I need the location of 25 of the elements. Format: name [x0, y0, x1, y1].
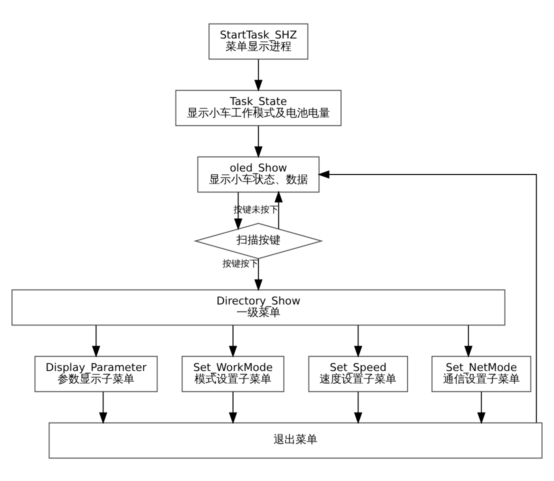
node-box: 退出菜单	[48, 422, 542, 458]
arrow	[92, 324, 100, 358]
arrow	[228, 324, 238, 358]
node-box: Task_State 显示小车工作模式及电池电量	[175, 89, 342, 126]
arrow	[234, 191, 242, 230]
node-box: Directory_Show 一级菜单	[12, 288, 506, 326]
arrow	[254, 258, 263, 291]
node-box: Set_NetMode 通信设置子菜单	[432, 355, 532, 392]
arrow	[228, 390, 238, 424]
node-box: Set_Speed 速度设置子菜单	[308, 355, 408, 392]
node-box: oled_Show 显示小车状态、数据	[197, 156, 320, 192]
node-box: Display_Parameter 参数显示子菜单	[34, 355, 158, 392]
edge-label: 按键按下	[222, 259, 258, 270]
node-box: StartTask_SHZ 菜单显示进程	[208, 22, 308, 60]
arrow	[254, 58, 263, 92]
arrow	[254, 124, 263, 158]
arrow	[318, 170, 537, 423]
arrow	[477, 390, 486, 424]
arrow	[354, 324, 362, 358]
arrow	[99, 390, 108, 424]
node-box: Set_WorkMode 模式设置子菜单	[182, 355, 284, 392]
arrow	[464, 324, 473, 358]
arrow	[274, 190, 283, 229]
node-diamond: 扫描按键	[194, 222, 324, 259]
arrow	[354, 390, 362, 424]
